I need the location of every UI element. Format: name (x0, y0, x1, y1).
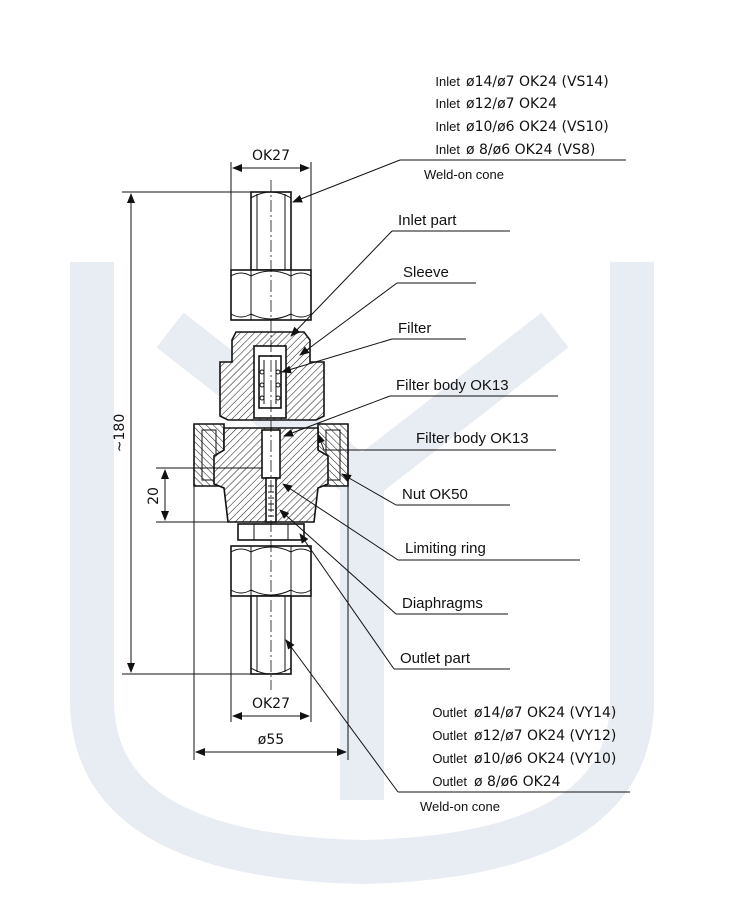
label-nut: Nut OK50 (402, 486, 468, 503)
dim-overall-diameter: ø55 (193, 486, 349, 760)
dim-offset: 20 (146, 467, 262, 523)
inlet-cone-label: Weld-on cone (424, 167, 504, 182)
dim-height-label: ~180 (112, 414, 128, 452)
label-inlet-part: Inlet part (398, 212, 457, 229)
dim-offset-label: 20 (146, 487, 162, 505)
dim-top-width-label: OK27 (252, 148, 290, 164)
outlet-spec-prefix-4: Outlet (432, 774, 467, 789)
inlet-spec-prefix-4: Inlet (435, 142, 460, 157)
label-limiting-ring: Limiting ring (405, 540, 486, 557)
outlet-spec-value-2: ø12/ø7 OK24 (VY12) (474, 728, 616, 744)
inlet-spec-prefix-1: Inlet (435, 74, 460, 89)
label-filter: Filter (398, 320, 431, 337)
outlet-cone-label: Weld-on cone (420, 799, 500, 814)
label-outlet-part: Outlet part (400, 650, 471, 667)
outlet-spec-prefix-2: Outlet (432, 728, 467, 743)
dim-bottom-width-label: OK27 (252, 696, 290, 712)
inlet-spec-block: Inlet ø14/ø7 OK24 (VS14) Inlet ø12/ø7 OK… (292, 74, 626, 203)
outlet-spec-value-1: ø14/ø7 OK24 (VY14) (474, 705, 616, 721)
label-sleeve: Sleeve (403, 264, 449, 281)
label-filter-body-1: Filter body OK13 (396, 377, 509, 394)
inlet-spec-value-1: ø14/ø7 OK24 (VS14) (466, 74, 609, 90)
label-filter-body-2: Filter body OK13 (416, 430, 529, 447)
dim-height: ~180 (112, 191, 251, 675)
label-diaphragms: Diaphragms (402, 595, 483, 612)
inlet-spec-prefix-3: Inlet (435, 119, 460, 134)
dim-overall-diameter-label: ø55 (258, 732, 284, 748)
watermark-logo (70, 262, 654, 885)
filter-element (258, 355, 282, 409)
dim-bottom-width: OK27 (230, 596, 312, 722)
outlet-spec-value-3: ø10/ø6 OK24 (VY10) (474, 751, 616, 767)
outlet-spec-block: Outlet ø14/ø7 OK24 (VY14) Outlet ø12/ø7 … (285, 639, 630, 814)
dim-top-width: OK27 (230, 148, 312, 270)
inlet-spec-value-2: ø12/ø7 OK24 (466, 96, 557, 112)
outlet-spec-prefix-3: Outlet (432, 751, 467, 766)
inlet-spec-prefix-2: Inlet (435, 96, 460, 111)
outlet-spec-prefix-1: Outlet (432, 705, 467, 720)
inlet-spec-value-3: ø10/ø6 OK24 (VS10) (466, 119, 609, 135)
inlet-spec-value-4: ø 8/ø6 OK24 (VS8) (466, 142, 595, 158)
part-labels: Inlet part Sleeve Filter Filter body OK1… (279, 212, 580, 670)
outlet-spec-value-4: ø 8/ø6 OK24 (474, 774, 561, 790)
